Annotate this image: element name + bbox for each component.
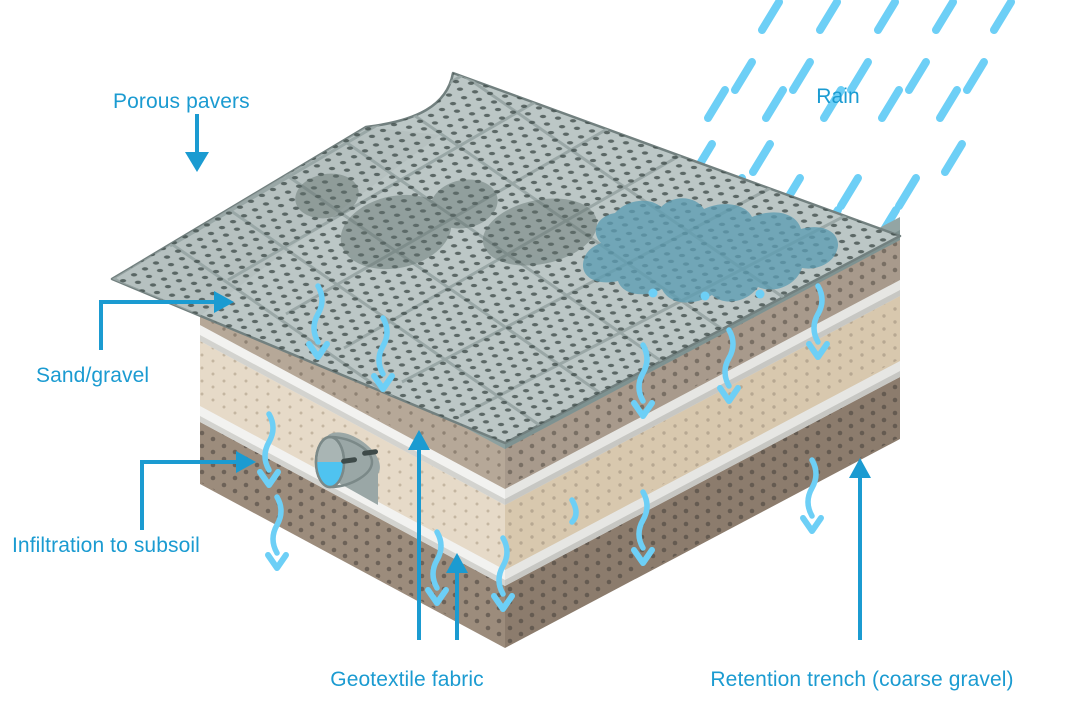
porous-pavers-label: Porous pavers bbox=[113, 90, 250, 113]
callout-infiltration: Infiltration to subsoil bbox=[12, 451, 256, 557]
surface-puddle bbox=[582, 198, 839, 303]
callout-porous-pavers: Porous pavers bbox=[113, 90, 250, 172]
callout-retention-trench: Retention trench (coarse gravel) bbox=[710, 458, 1013, 691]
infiltration-label: Infiltration to subsoil bbox=[12, 534, 200, 557]
perforated-drain-pipe bbox=[314, 432, 380, 505]
sand-gravel-label: Sand/gravel bbox=[36, 364, 149, 387]
geotextile-label: Geotextile fabric bbox=[330, 668, 483, 691]
infiltration-arrows bbox=[257, 283, 830, 612]
callout-sand-gravel: Sand/gravel bbox=[36, 291, 234, 387]
rain-label: Rain bbox=[816, 85, 860, 108]
layer-geotextile-lower bbox=[200, 359, 900, 586]
retention-trench-label: Retention trench (coarse gravel) bbox=[710, 668, 1013, 691]
surface-stain-shapes bbox=[295, 173, 598, 270]
callout-geotextile: Geotextile fabric bbox=[330, 430, 484, 691]
callouts: Porous pavers Sand/gravel Infiltration t… bbox=[12, 90, 1013, 691]
layer-geotextile-upper bbox=[200, 278, 900, 505]
